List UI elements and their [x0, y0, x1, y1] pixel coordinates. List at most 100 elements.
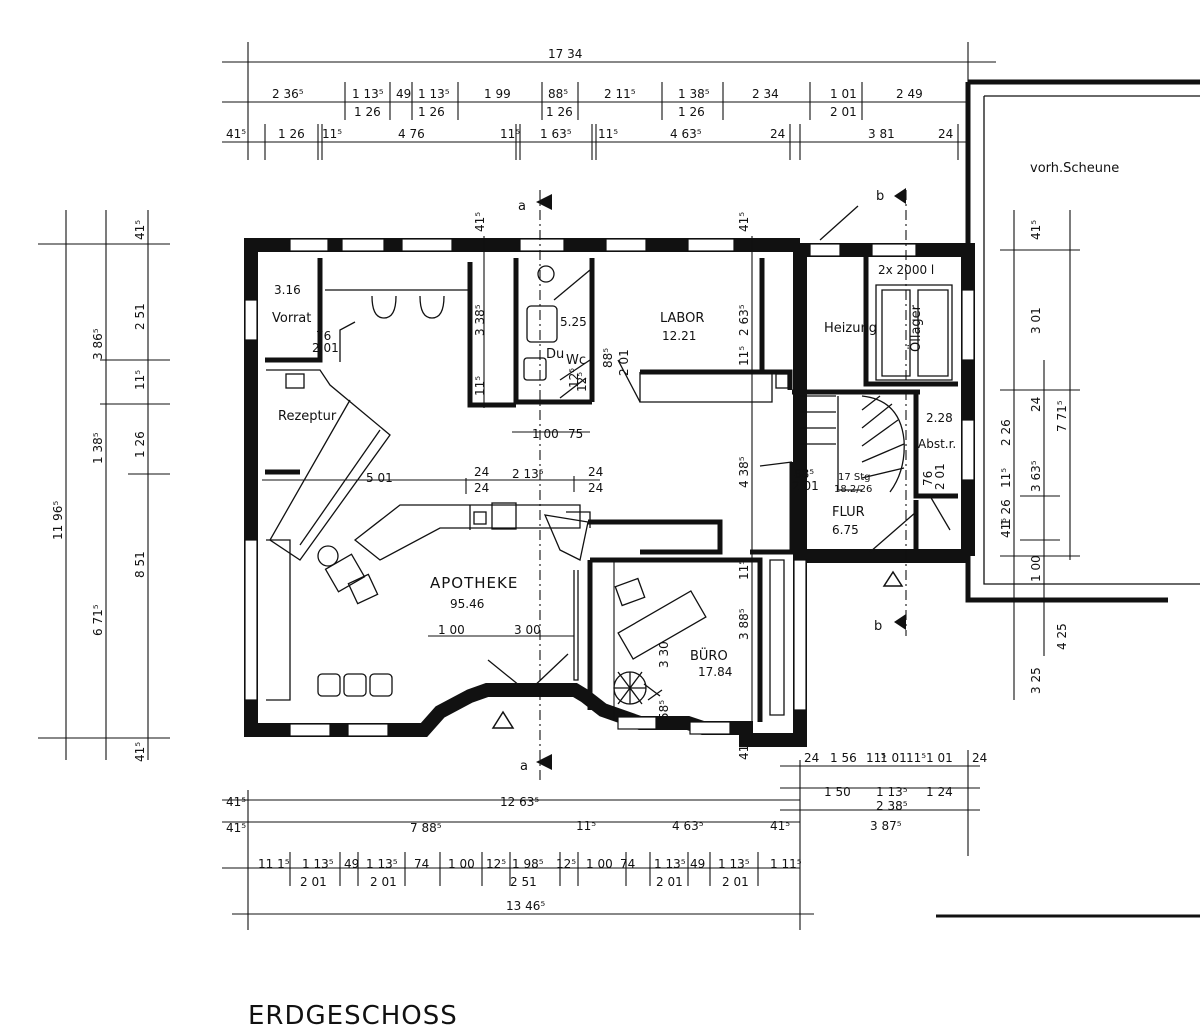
dimension-label: 7 71⁵	[1055, 400, 1069, 432]
dimension-label: 49	[690, 857, 705, 871]
room-name-labor: LABOR	[660, 311, 704, 326]
dimension-label: 74	[414, 857, 429, 871]
dimension-label: 11⁵	[737, 346, 751, 366]
dimension-label: 41⁵	[473, 212, 487, 232]
dimension-label: 1 13⁵	[876, 785, 908, 799]
dimension-label: 1 26	[678, 105, 705, 119]
dimension-label: 11⁵	[473, 376, 487, 396]
dimension-label: 1 01	[830, 87, 857, 101]
dimension-labels: 17 34 2 36⁵ 1 13⁵ 49 1 13⁵ 1 99 88⁵ 2 11⁵ 1 38⁵ 2…	[51, 47, 1069, 913]
dimension-label: 2 49	[896, 87, 923, 101]
dimension-label: 11⁵	[866, 751, 886, 765]
dimension-label: 2 11⁵	[604, 87, 636, 101]
dimension-label: 11⁵	[322, 127, 342, 141]
dimension-label: 3 81	[868, 127, 895, 141]
dimension-label: 4 76	[398, 127, 425, 141]
room-name-apotheke: APOTHEKE	[430, 574, 518, 592]
dimension-label: 2 01	[370, 875, 397, 889]
room-name-rezeptur: Rezeptur	[278, 409, 337, 424]
dimension-label: 1 13⁵	[418, 87, 450, 101]
dimension-label: 1 99	[484, 87, 511, 101]
dimension-label: 3 01	[1029, 307, 1043, 334]
dimension-label: 41⁵	[737, 212, 751, 232]
dimension-label: 1 13⁵	[352, 87, 384, 101]
dimension-label: 1 98⁵	[512, 857, 544, 871]
dimension-label: 4 25	[1055, 623, 1069, 650]
interior-walls	[265, 244, 958, 722]
section-b-bottom-label: b	[874, 619, 882, 634]
room-area-duwc: 5.25	[560, 315, 587, 329]
dimension-label: 41⁵	[1029, 220, 1043, 240]
dimension-label: 11⁵	[737, 560, 751, 580]
section-b-top-label: b	[876, 189, 884, 204]
dimension-label: 1 11⁵	[770, 857, 802, 871]
dimension-label: 41⁵	[133, 742, 147, 762]
dimension-label: 1 26	[546, 105, 573, 119]
dimension-label: 41⁵	[226, 821, 246, 835]
dimension-label: 1 26	[278, 127, 305, 141]
dimension-label: 17 34	[548, 47, 582, 61]
dimension-label: 41⁵	[770, 819, 790, 833]
dimension-label: 1 63⁵	[540, 127, 572, 141]
dimension-label: 1 38⁵	[91, 432, 105, 464]
annex-label: vorh.Scheune	[1030, 161, 1119, 176]
dimension-label: 1 13⁵	[302, 857, 334, 871]
section-a-bottom-label: a	[520, 759, 528, 774]
dimension-label: 2 01	[656, 875, 683, 889]
dimension-label: 24	[588, 481, 603, 495]
room-area-buero: 17.84	[698, 665, 732, 679]
dimension-label: 2 01	[300, 875, 327, 889]
tank-label: 2x 2000 l	[878, 263, 934, 277]
dimension-label: 1 00	[586, 857, 613, 871]
dimension-label: 3 30	[657, 641, 671, 668]
dimension-label: 11⁵	[598, 127, 618, 141]
dimension-label: 11⁵	[133, 370, 147, 390]
dimension-label: 11 96⁵	[51, 501, 65, 540]
dimension-label: 11⁵	[906, 751, 926, 765]
dimension-label: 2 01	[312, 341, 339, 355]
room-name-flur: FLUR	[832, 505, 865, 520]
dimension-label: 5 01	[366, 471, 393, 485]
windows	[244, 238, 975, 737]
dimension-label: 2 38⁵	[876, 799, 908, 813]
dimension-label: 2 01	[617, 349, 631, 376]
fixtures	[266, 205, 953, 716]
dimension-label: 3 00	[514, 623, 541, 637]
dimension-label: 1 38⁵	[678, 87, 710, 101]
room-area-abstr: 2.28	[926, 411, 953, 425]
dimension-label: 2 01	[933, 463, 947, 490]
dimension-label: 24	[804, 751, 819, 765]
dimension-label: 58⁵	[657, 700, 671, 720]
dimension-label: 1 01	[880, 751, 907, 765]
dimension-label: 12 63⁵	[500, 795, 539, 809]
room-name-vorrat: Vorrat	[272, 311, 311, 326]
dimension-label: 3 88⁵	[737, 608, 751, 640]
dimension-label: 41⁵	[226, 127, 246, 141]
dimension-label: 24	[474, 465, 489, 479]
dimension-label: 2 63⁵	[737, 304, 751, 336]
section-markers	[491, 188, 906, 770]
dimension-label: 1 50	[824, 785, 851, 799]
dimension-label: 49	[396, 87, 411, 101]
dimension-label: 75	[568, 427, 583, 441]
dimension-label: 1 13⁵	[654, 857, 686, 871]
dimension-label: 2 36⁵	[272, 87, 304, 101]
dimension-label: 24	[938, 127, 953, 141]
dimension-label: 24	[770, 127, 785, 141]
dimension-label: 88⁵	[548, 87, 568, 101]
dimension-label: 1 24	[926, 785, 953, 799]
room-name-du: Du	[546, 347, 564, 362]
dimension-label: 88⁵	[601, 348, 615, 368]
dimension-label: 1 26	[418, 105, 445, 119]
dimension-label: 1 26	[133, 431, 147, 458]
dimension-label: 11⁵	[576, 819, 596, 833]
dimension-label: 1 56	[830, 751, 857, 765]
dimension-label: 76	[921, 471, 935, 486]
dimension-label: 1 00	[448, 857, 475, 871]
dimension-label: 12⁵	[486, 857, 506, 871]
room-area-flur: 6.75	[832, 523, 859, 537]
dimension-label: 2 51	[133, 303, 147, 330]
room-area-apotheke: 95.46	[450, 597, 484, 611]
